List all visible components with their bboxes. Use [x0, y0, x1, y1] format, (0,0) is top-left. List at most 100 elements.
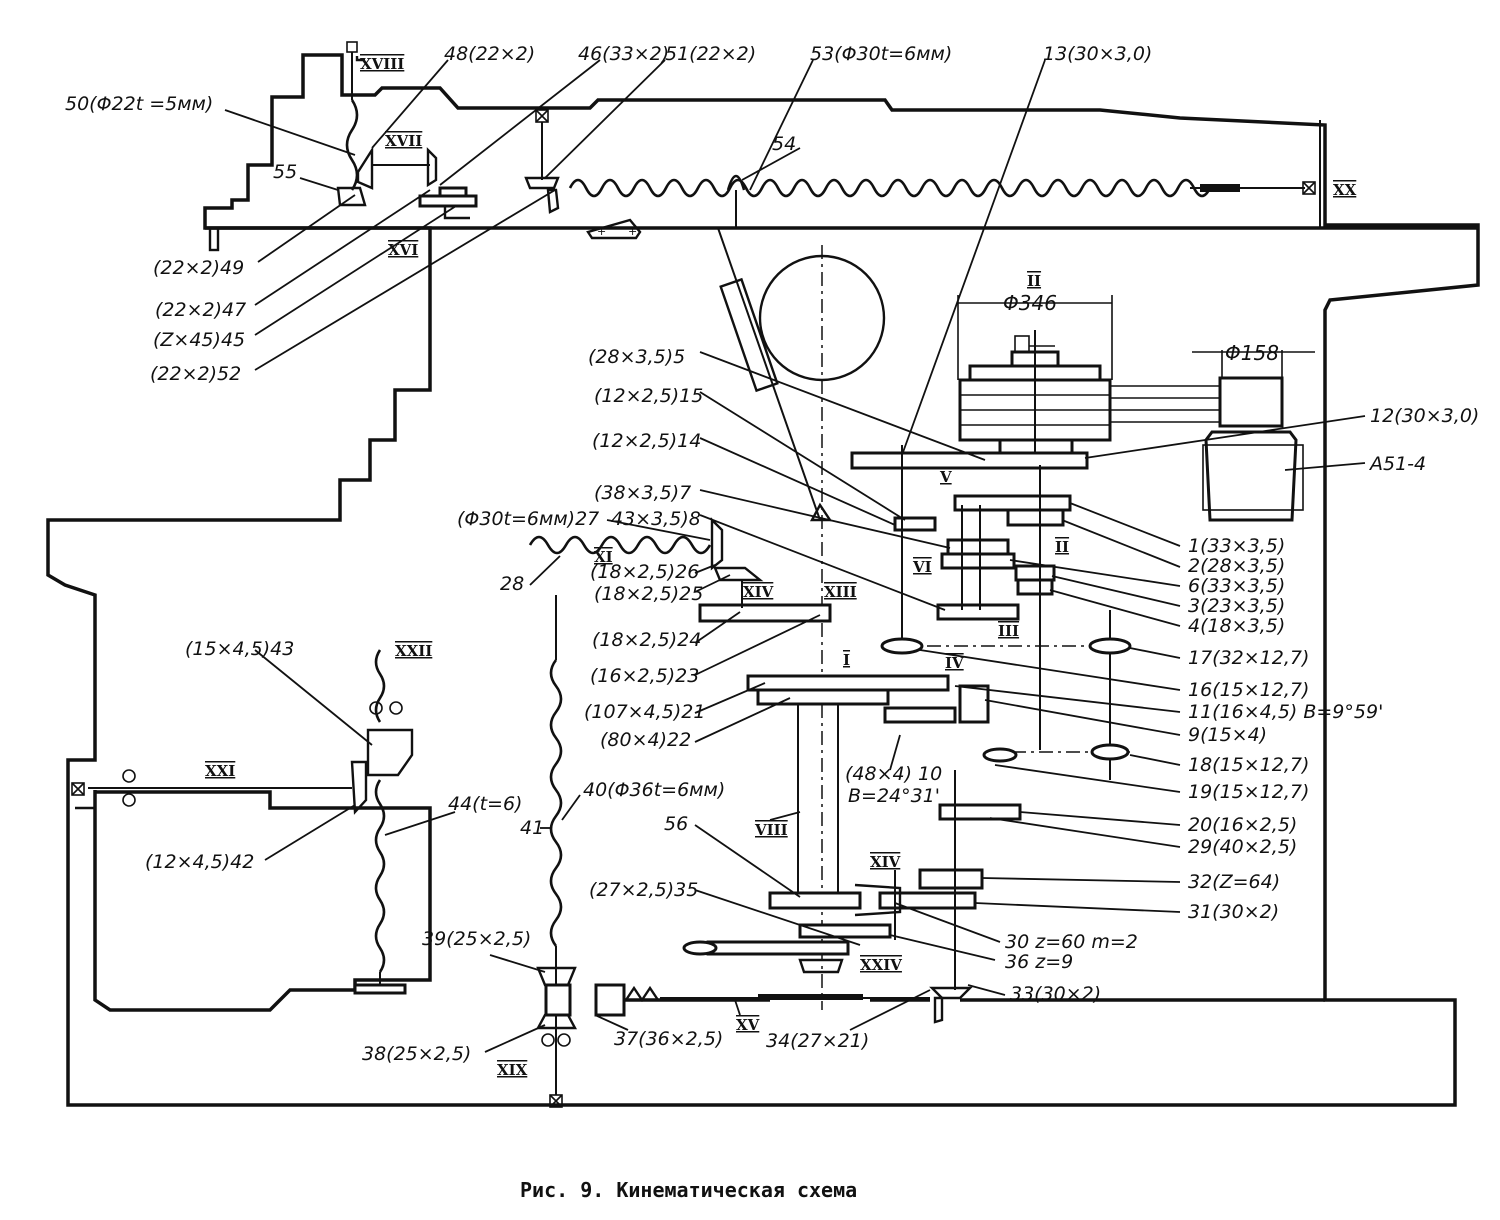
shaft-xix: XIX: [497, 1061, 528, 1079]
shaft-xiii: XIII: [824, 583, 857, 601]
label-part-29: 29(40×2,5): [1188, 836, 1297, 858]
label-part-26: (18×2,5)26: [590, 561, 699, 583]
label-part-18: 18(15×12,7): [1188, 754, 1309, 776]
gear-21: [746, 674, 950, 692]
shaft-xx: XX: [1333, 181, 1357, 199]
shaft-iii: III: [998, 622, 1019, 640]
label-part-56: 56: [664, 813, 688, 835]
label-part-5: (28×3,5)5: [588, 346, 685, 368]
top-left-gear-cluster: [336, 41, 560, 220]
label-part-41: 41: [520, 817, 544, 839]
label-part-30: 30 z=60 m=2: [1005, 931, 1138, 953]
label-part-12: 12(30×3,0): [1370, 405, 1479, 427]
label-part-37: 37(36×2,5): [614, 1028, 723, 1050]
leader-lines: [224, 59, 1366, 1053]
shaft-vi: VI: [912, 558, 932, 576]
label-part-25: (18×2,5)25: [594, 583, 703, 605]
label-part-7: (38×3,5)7: [594, 482, 691, 504]
svg-text:+: +: [628, 225, 637, 238]
label-part-13: 13(30×3,0): [1043, 43, 1152, 65]
label-part-2: 2(28×3,5): [1188, 555, 1285, 577]
label-part-15: (12×2,5)15: [594, 385, 703, 407]
label-part-8: 43×3,5)8: [611, 508, 701, 530]
label-part-17: 17(32×12,7): [1188, 647, 1309, 669]
label-part-11: 11(16×4,5) B=9°59': [1188, 701, 1383, 723]
gear-13: [850, 451, 1089, 470]
label-part-21: (107×4,5)21: [584, 701, 705, 723]
machine-body-outline: [46, 53, 1480, 1107]
label-part-14: (12×2,5)14: [592, 430, 701, 452]
figure-caption: Рис. 9. Кинематическая схема: [520, 1178, 857, 1202]
label-part-31: 31(30×2): [1188, 901, 1279, 923]
label-part-38: 38(25×2,5): [362, 1043, 471, 1065]
shaft-numbers: XVIII XVII XVI XX II V II VI III IV I XI…: [205, 55, 1357, 1079]
shaft-xxii: XXII: [395, 642, 432, 660]
bearing-box-icon: [1302, 181, 1316, 195]
shaft-v: V: [939, 468, 952, 486]
label-part-10: (48×4) 10: [845, 763, 942, 785]
label-part-35: (27×2,5)35: [589, 879, 698, 901]
label-part-40: 40(Φ36t=6мм): [583, 779, 725, 801]
label-part-10-angle: B=24°31': [848, 785, 940, 807]
lead-screw-53: [568, 178, 1212, 198]
label-part-33: 33(30×2): [1010, 983, 1101, 1005]
label-part-6: 6(33×3,5): [1188, 575, 1285, 597]
gear-22: [756, 688, 890, 706]
label-part-32: 32(Z=64): [1188, 871, 1280, 893]
label-part-44: 44(t=6): [448, 793, 522, 815]
dimension-pulley-large: Φ346: [1003, 291, 1057, 315]
shaft-ii: II: [1055, 538, 1069, 556]
label-part-51: 51(22×2): [665, 43, 756, 65]
label-part-9: 9(15×4): [1188, 724, 1267, 746]
label-part-53: 53(Φ30t=6мм): [810, 43, 952, 65]
nut-54-icon: [726, 174, 746, 191]
shaft-iv: IV: [945, 654, 964, 672]
label-part-24: (18×2,5)24: [592, 629, 701, 651]
label-part-16: 16(15×12,7): [1188, 679, 1309, 701]
label-part-47: (22×2)47: [155, 299, 246, 321]
label-part-4: 4(18×3,5): [1188, 615, 1285, 637]
shaft-xv: XV: [736, 1016, 760, 1034]
screw-27: [528, 517, 764, 608]
label-part-20: 20(16×2,5): [1188, 814, 1297, 836]
shaft-xxi: XXI: [205, 762, 235, 780]
shaft-xvi: XVI: [388, 241, 418, 259]
main-drive-pulleys: [957, 295, 1315, 522]
shaft-xvii: XVII: [385, 132, 422, 150]
shaft-xxiv: XXIV: [860, 956, 902, 974]
vertical-screw-40: [535, 595, 930, 1108]
label-part-46: 46(33×2): [578, 43, 669, 65]
shaft-xviii: XVIII: [360, 55, 404, 73]
label-part-55: 55: [273, 161, 297, 183]
support-arm: [717, 227, 833, 522]
label-part-23: (16×2,5)23: [590, 665, 699, 687]
svg-text:+: +: [597, 225, 606, 238]
part-labels: 50(Φ22t =5мм) 48(22×2) 46(33×2) 51(22×2)…: [65, 43, 1479, 1065]
gear-35: [798, 923, 892, 939]
gearbox: [682, 445, 1132, 1024]
label-part-34: 34(27×21): [766, 1030, 869, 1052]
label-part-39: 39(25×2,5): [422, 928, 531, 950]
label-part-54: 54: [772, 133, 796, 155]
label-part-22: (80×4)22: [600, 729, 691, 751]
label-part-1: 1(33×3,5): [1188, 535, 1285, 557]
gear-56: [768, 891, 862, 910]
label-part-50: 50(Φ22t =5мм): [65, 93, 213, 115]
label-part-19: 19(15×12,7): [1188, 781, 1309, 803]
shaft-xiv-upper: XIV: [743, 583, 774, 601]
label-part-36: 36 z=9: [1005, 951, 1073, 973]
shaft-xiv: XIV: [870, 853, 901, 871]
label-part-42: (12×4,5)42: [145, 851, 254, 873]
label-part-27: (Φ30t=6мм)27: [457, 508, 599, 530]
label-part-3: 3(23×3,5): [1188, 595, 1285, 617]
shaft-i: I: [843, 651, 850, 669]
label-part-45: (Z×45)45: [153, 329, 245, 351]
left-screw-44: [71, 649, 414, 995]
shaft-viii: VIII: [754, 821, 788, 839]
top-lead-screw: + +: [568, 120, 1321, 240]
label-part-48: 48(22×2): [444, 43, 535, 65]
dimension-pulley-small: Φ158: [1225, 341, 1279, 365]
label-part-43: (15×4,5)43: [185, 638, 294, 660]
shaft-ii-top: II: [1027, 272, 1041, 290]
label-part-28: 28: [500, 573, 524, 595]
